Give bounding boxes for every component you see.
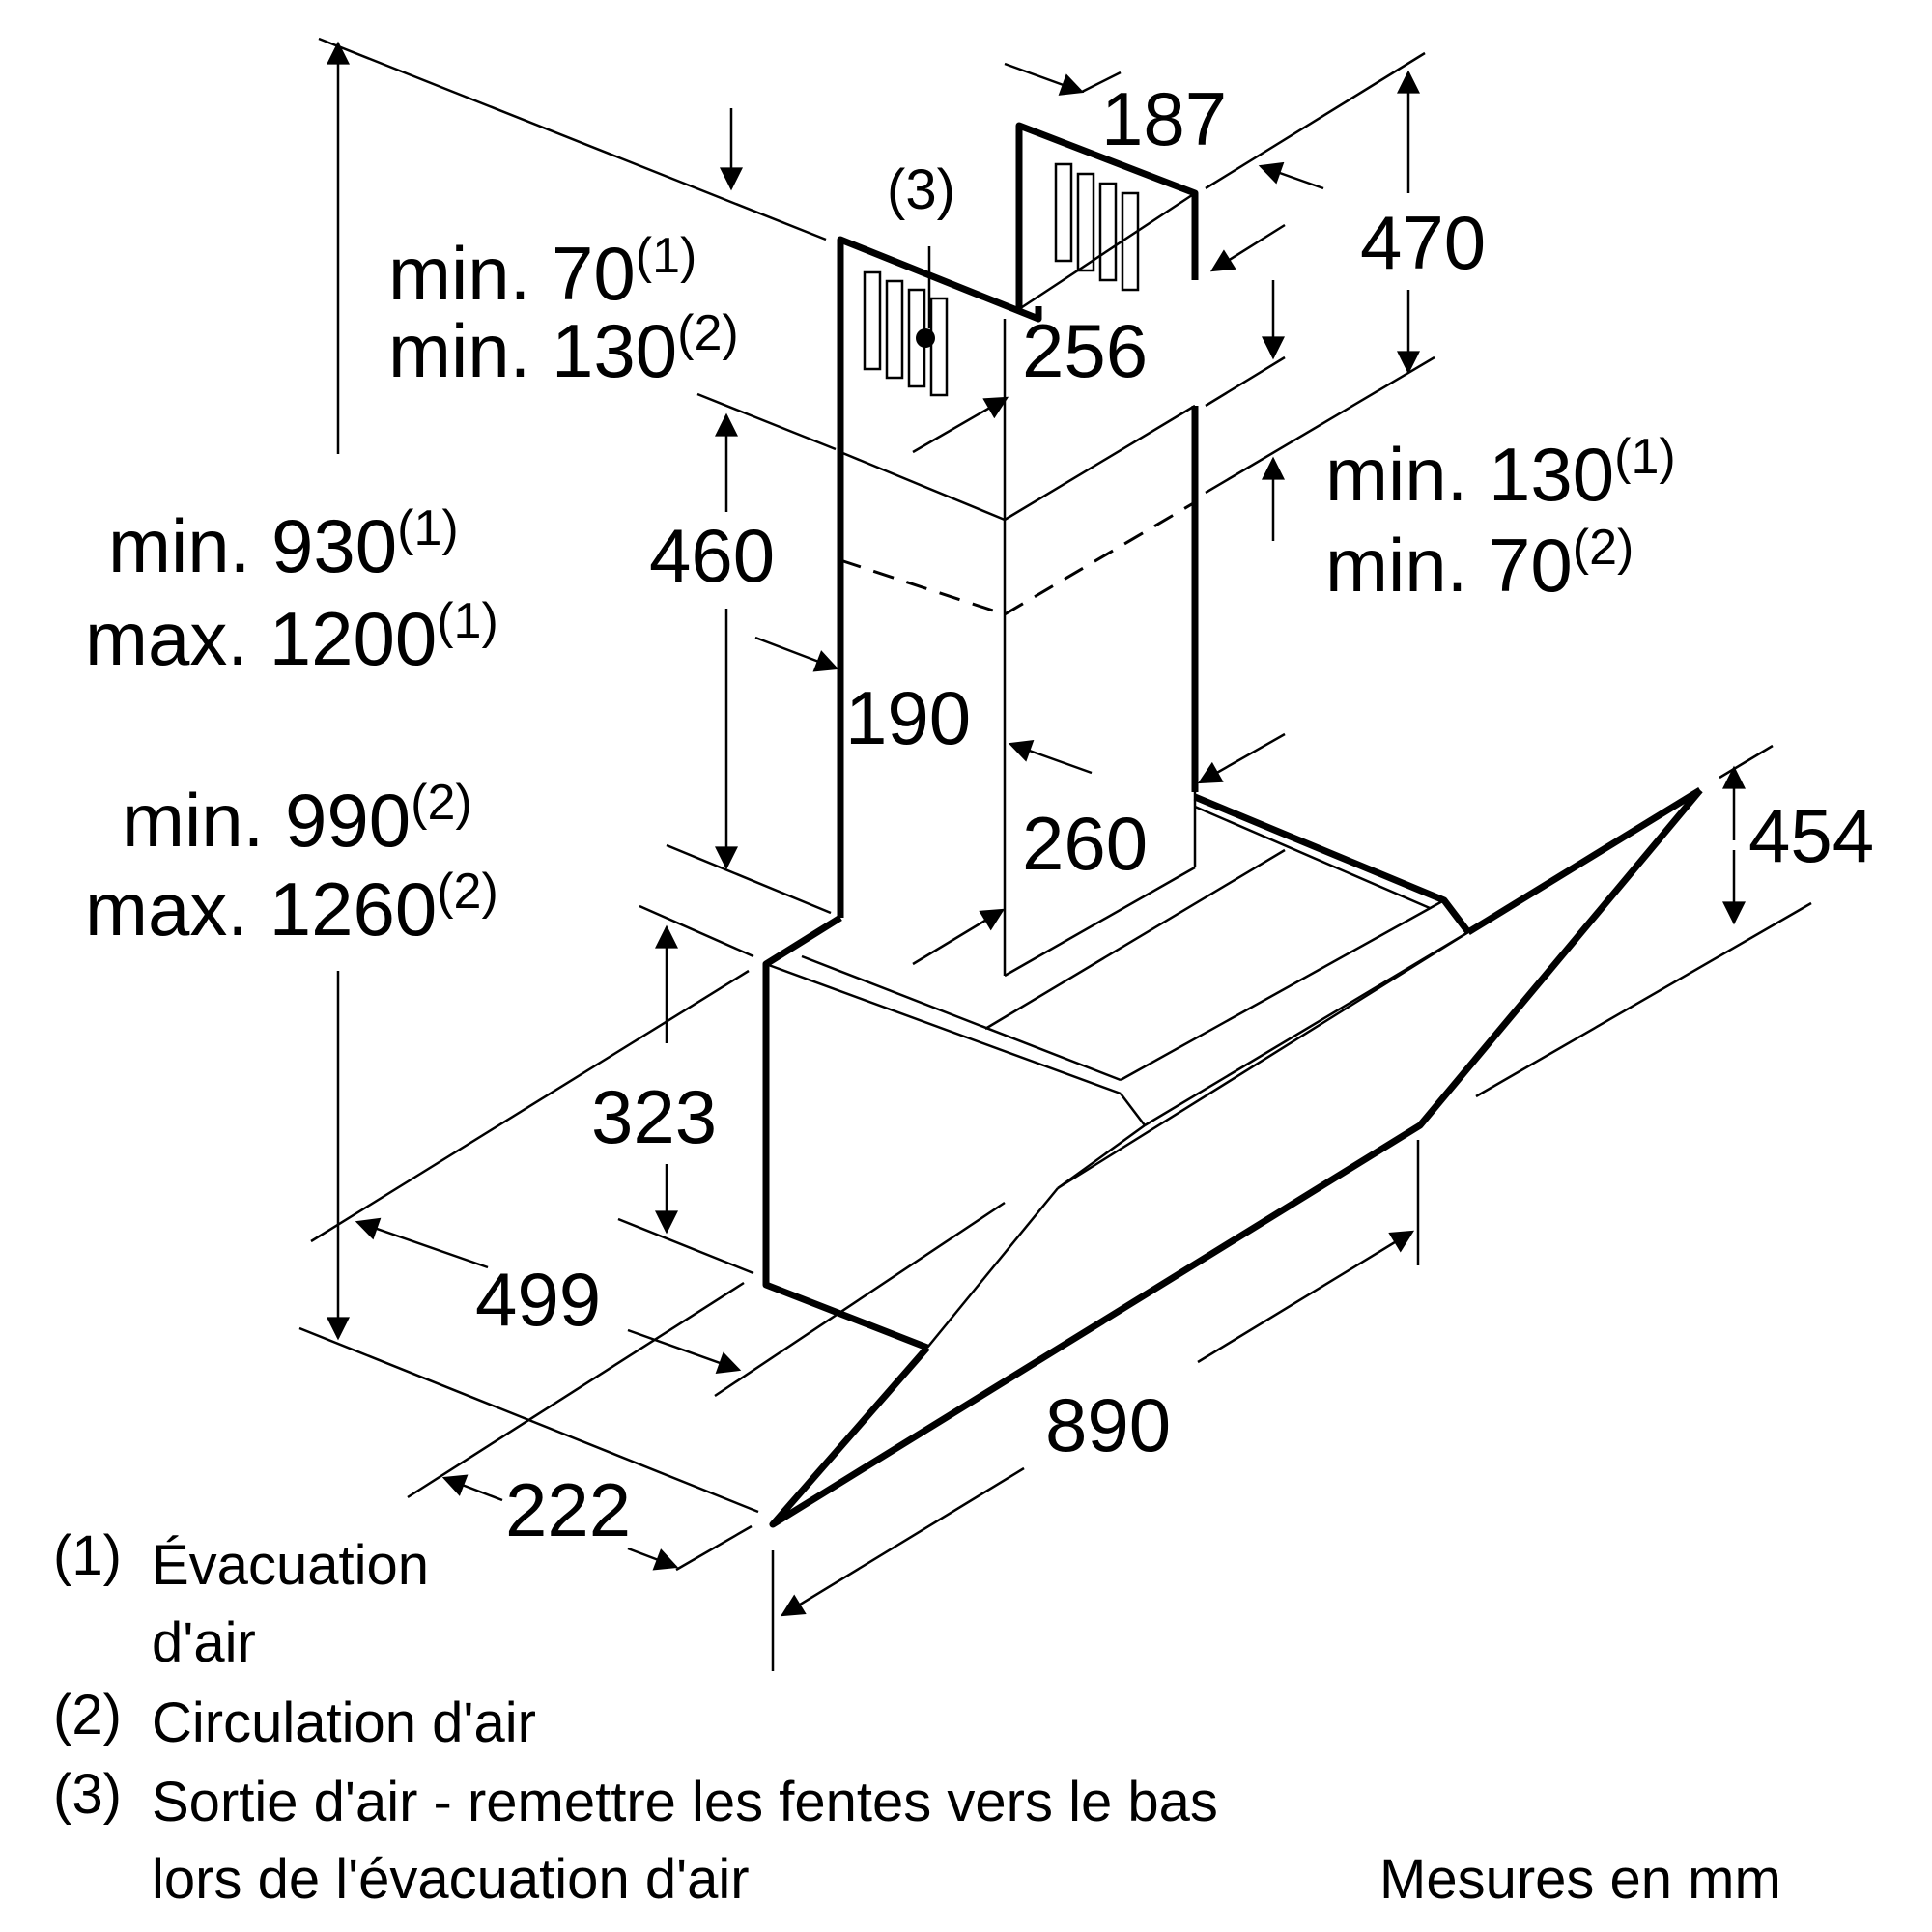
legend-item-1-line2: d'air xyxy=(152,1611,256,1674)
dim-label-499: 499 xyxy=(475,1257,601,1342)
dim-260-arrow-left xyxy=(912,908,1006,966)
ext-line-323-top xyxy=(639,904,754,958)
dim-187-line xyxy=(1081,71,1122,94)
dim-190-arrow-right xyxy=(1008,739,1093,775)
legend-item-1-num: (1) xyxy=(53,1524,122,1587)
ext-line-chimney-lower xyxy=(696,392,837,451)
dim-label-260: 260 xyxy=(1022,801,1148,886)
note-height1-line1: min. 930(1) xyxy=(108,500,459,588)
glass-left-upper xyxy=(1057,1123,1146,1190)
lower-chimney-top-right xyxy=(1004,404,1196,522)
glass-panel-outline xyxy=(769,787,1703,1528)
note-top-left-line2: min. 130(2) xyxy=(388,305,739,393)
ext-line-187-right xyxy=(1205,51,1426,190)
ext-line-chimney-top xyxy=(1205,355,1286,408)
dim-890-arrow-right xyxy=(1197,1230,1415,1364)
dim-260-arrow-right xyxy=(1197,732,1286,784)
legend-item-3-line1: Sortie d'air - remettre les fentes vers … xyxy=(152,1771,1218,1833)
ext-line-top-left xyxy=(318,37,827,242)
ext-line-323-bottom xyxy=(617,1217,754,1275)
hood-top-corner xyxy=(1120,1093,1146,1126)
dimension-lines xyxy=(298,37,1812,1671)
vent-slots-left xyxy=(863,270,949,397)
dim-label-890: 890 xyxy=(1045,1382,1171,1467)
dim-label-460: 460 xyxy=(649,513,775,598)
lower-chimney-top-left xyxy=(839,450,1006,522)
dim-label-222: 222 xyxy=(505,1467,631,1552)
outlet-marker-dot xyxy=(916,328,935,348)
hood-body-outline xyxy=(762,915,929,1351)
chimney-overlap-dash-left xyxy=(839,558,1006,616)
legend-item-3-line2: lors de l'évacuation d'air xyxy=(152,1848,750,1911)
ext-line-454-bottom xyxy=(1475,901,1812,1098)
chimney-overlap-dash-right xyxy=(1004,500,1196,616)
ext-line-222-right xyxy=(675,1524,753,1572)
dim-label-454: 454 xyxy=(1748,793,1874,878)
hood-top-back-line xyxy=(1144,930,1469,1127)
hood-top-front-edge-inner xyxy=(801,954,1122,1082)
note-height1-line2: max. 1200(1) xyxy=(85,593,498,681)
units-note: Mesures en mm xyxy=(1379,1848,1781,1911)
legend-item-3-num: (3) xyxy=(53,1763,122,1826)
legend-item-1-line1: Évacuation xyxy=(152,1534,429,1597)
dim-label-256: 256 xyxy=(1022,308,1148,393)
glass-left-lower xyxy=(926,1187,1059,1349)
dimension-labels: 187 470 256 460 190 260 454 323 499 222 … xyxy=(85,76,1874,1552)
vent-slots-right xyxy=(1054,162,1140,292)
upper-chimney-top-edge xyxy=(1018,191,1196,311)
lower-chimney-bottom-right xyxy=(1004,866,1196,978)
dim-499-arrow-right xyxy=(627,1328,742,1375)
dim-256-arrow-left xyxy=(912,396,1009,454)
dim-187-arrow-left xyxy=(1004,62,1085,96)
dim-499-arrow-left xyxy=(355,1217,489,1269)
ext-line-499-right xyxy=(714,1201,1006,1398)
dim-190-arrow-left xyxy=(754,636,839,672)
ext-line-454-top xyxy=(1719,744,1774,780)
dim-187-arrow-right xyxy=(1258,161,1324,190)
rail-inner-line xyxy=(1194,805,1431,910)
upper-chimney-right-face xyxy=(1015,122,1199,309)
dim-label-470: 470 xyxy=(1360,200,1486,285)
dim-label-190: 190 xyxy=(845,675,971,760)
dim-256-arrow-right xyxy=(1209,223,1286,272)
note-height2-line1: min. 990(2) xyxy=(122,775,472,863)
ext-line-222-left xyxy=(407,1281,745,1499)
ext-line-470-bottom xyxy=(1205,355,1435,495)
note-right-line2: min. 70(2) xyxy=(1325,520,1634,608)
hood-outline xyxy=(762,122,1703,1528)
legend: (1) Évacuation d'air (2) Circulation d'a… xyxy=(53,1524,1781,1911)
dim-label-187: 187 xyxy=(1101,76,1227,161)
legend-item-2-num: (2) xyxy=(53,1684,122,1747)
dim-222-arrow-right xyxy=(627,1547,679,1571)
upper-chimney-left-face xyxy=(837,236,1042,449)
dim-890-arrow-left xyxy=(780,1466,1025,1617)
ext-line-499-left xyxy=(310,969,750,1243)
note-top-left-line1: min. 70(1) xyxy=(388,228,696,316)
hood-top-front-edge xyxy=(765,962,1122,1095)
legend-item-2-line1: Circulation d'air xyxy=(152,1691,536,1754)
note-height2-line2: max. 1260(2) xyxy=(85,864,498,952)
ext-line-460-bottom xyxy=(666,843,832,915)
note-right-line1: min. 130(1) xyxy=(1325,429,1676,517)
hood-top-back-line-inner xyxy=(1120,898,1445,1082)
dim-222-arrow-left xyxy=(441,1474,503,1502)
glass-top-edge xyxy=(1466,787,1702,935)
glass-inner-edge xyxy=(1057,930,1469,1190)
dim-label-323: 323 xyxy=(591,1074,717,1159)
note-outlet-ref: (3) xyxy=(887,158,955,221)
hood-top-slot xyxy=(984,848,1286,1031)
